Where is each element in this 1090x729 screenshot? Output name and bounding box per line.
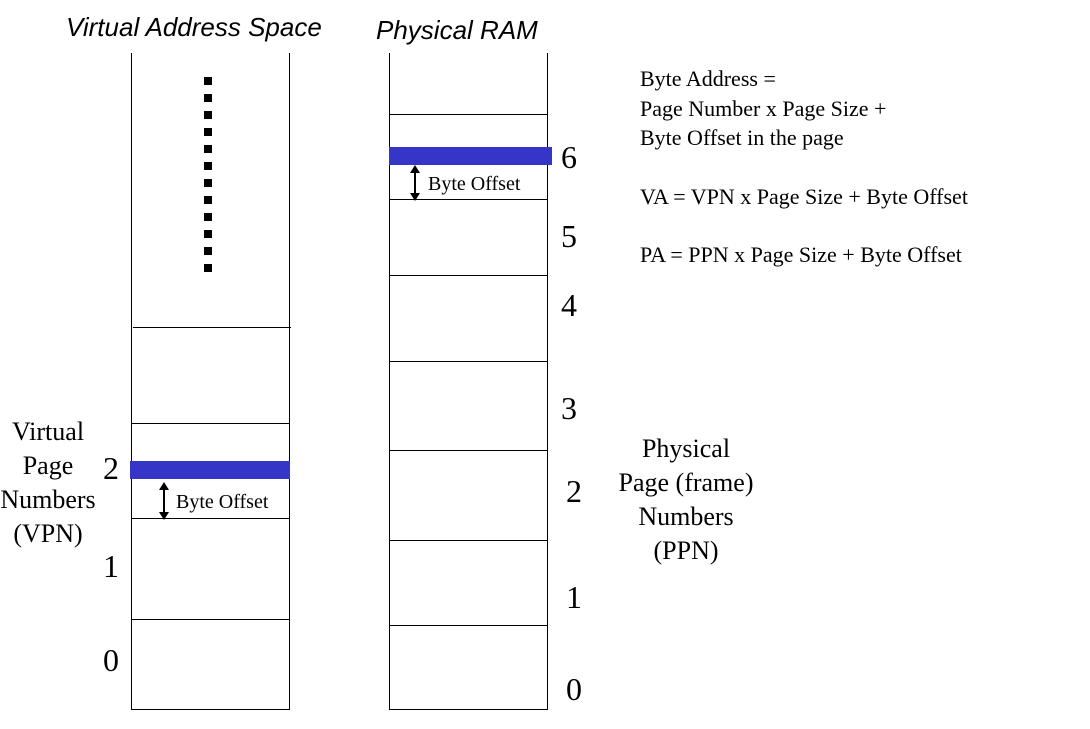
ppn-number-2: 2: [566, 473, 582, 509]
physical-page-boundary: [389, 540, 548, 541]
vpn-label-line: (VPN): [13, 519, 83, 548]
ppn-number-5: 5: [561, 218, 577, 254]
physical-page-boundary: [389, 199, 548, 200]
byte-offset-arrow-icon: [159, 482, 169, 520]
byte-offset-arrow-icon: [410, 165, 420, 201]
vpn-label-line: Page: [22, 451, 74, 480]
pa-formula: PA = PPN x Page Size + Byte Offset: [640, 242, 962, 267]
ppn-number-4: 4: [561, 287, 577, 323]
physical-page-boundary: [389, 625, 548, 626]
vpn-label-line: Virtual: [11, 417, 85, 446]
physical-ram-title: Physical RAM: [376, 15, 538, 45]
continuation-dots: [204, 77, 212, 280]
virtual-address-highlight: [130, 461, 290, 479]
virtual-byte-offset-label: Byte Offset: [176, 491, 269, 513]
vpn-axis-label: Virtual Page Numbers (VPN): [0, 415, 100, 551]
ppn-number-3: 3: [561, 390, 577, 426]
physical-page-boundary: [389, 450, 548, 451]
virtual-page-boundary: [131, 518, 290, 519]
ppn-label-line: Numbers: [638, 502, 734, 531]
ppn-number-0: 0: [566, 671, 582, 707]
physical-bottom-border: [389, 709, 548, 710]
vpn-label-line: Numbers: [0, 485, 96, 514]
ppn-label-line: Page (frame): [618, 468, 754, 497]
virtual-page-boundary: [133, 327, 291, 328]
formula-line: Byte Offset in the page: [640, 125, 844, 150]
ppn-axis-label: Physical Page (frame) Numbers (PPN): [606, 432, 766, 568]
byte-address-formula: Byte Address = Page Number x Page Size +…: [640, 64, 886, 153]
va-formula: VA = VPN x Page Size + Byte Offset: [640, 184, 968, 209]
vpn-number-1: 1: [103, 548, 119, 584]
physical-right-border: [547, 53, 548, 710]
ppn-number-1: 1: [566, 579, 582, 615]
virtual-left-border: [131, 53, 132, 710]
physical-address-highlight: [389, 147, 552, 165]
ppn-label-line: Physical: [641, 434, 731, 463]
virtual-bottom-border: [131, 709, 290, 710]
ppn-number-6: 6: [561, 139, 577, 175]
virtual-address-space-title: Virtual Address Space: [66, 12, 322, 42]
vpn-number-2: 2: [103, 450, 119, 486]
physical-page-boundary: [389, 361, 548, 362]
ppn-label-line: (PPN): [653, 536, 719, 565]
virtual-page-boundary: [131, 423, 290, 424]
physical-byte-offset-label: Byte Offset: [428, 173, 521, 195]
formula-line: Byte Address =: [640, 66, 776, 91]
physical-page-boundary: [389, 275, 548, 276]
formula-line: Page Number x Page Size +: [640, 95, 887, 121]
virtual-page-boundary: [131, 619, 290, 620]
vpn-number-0: 0: [103, 642, 119, 678]
physical-left-border: [389, 53, 390, 710]
physical-page-boundary: [389, 114, 548, 115]
virtual-right-border: [289, 53, 290, 710]
